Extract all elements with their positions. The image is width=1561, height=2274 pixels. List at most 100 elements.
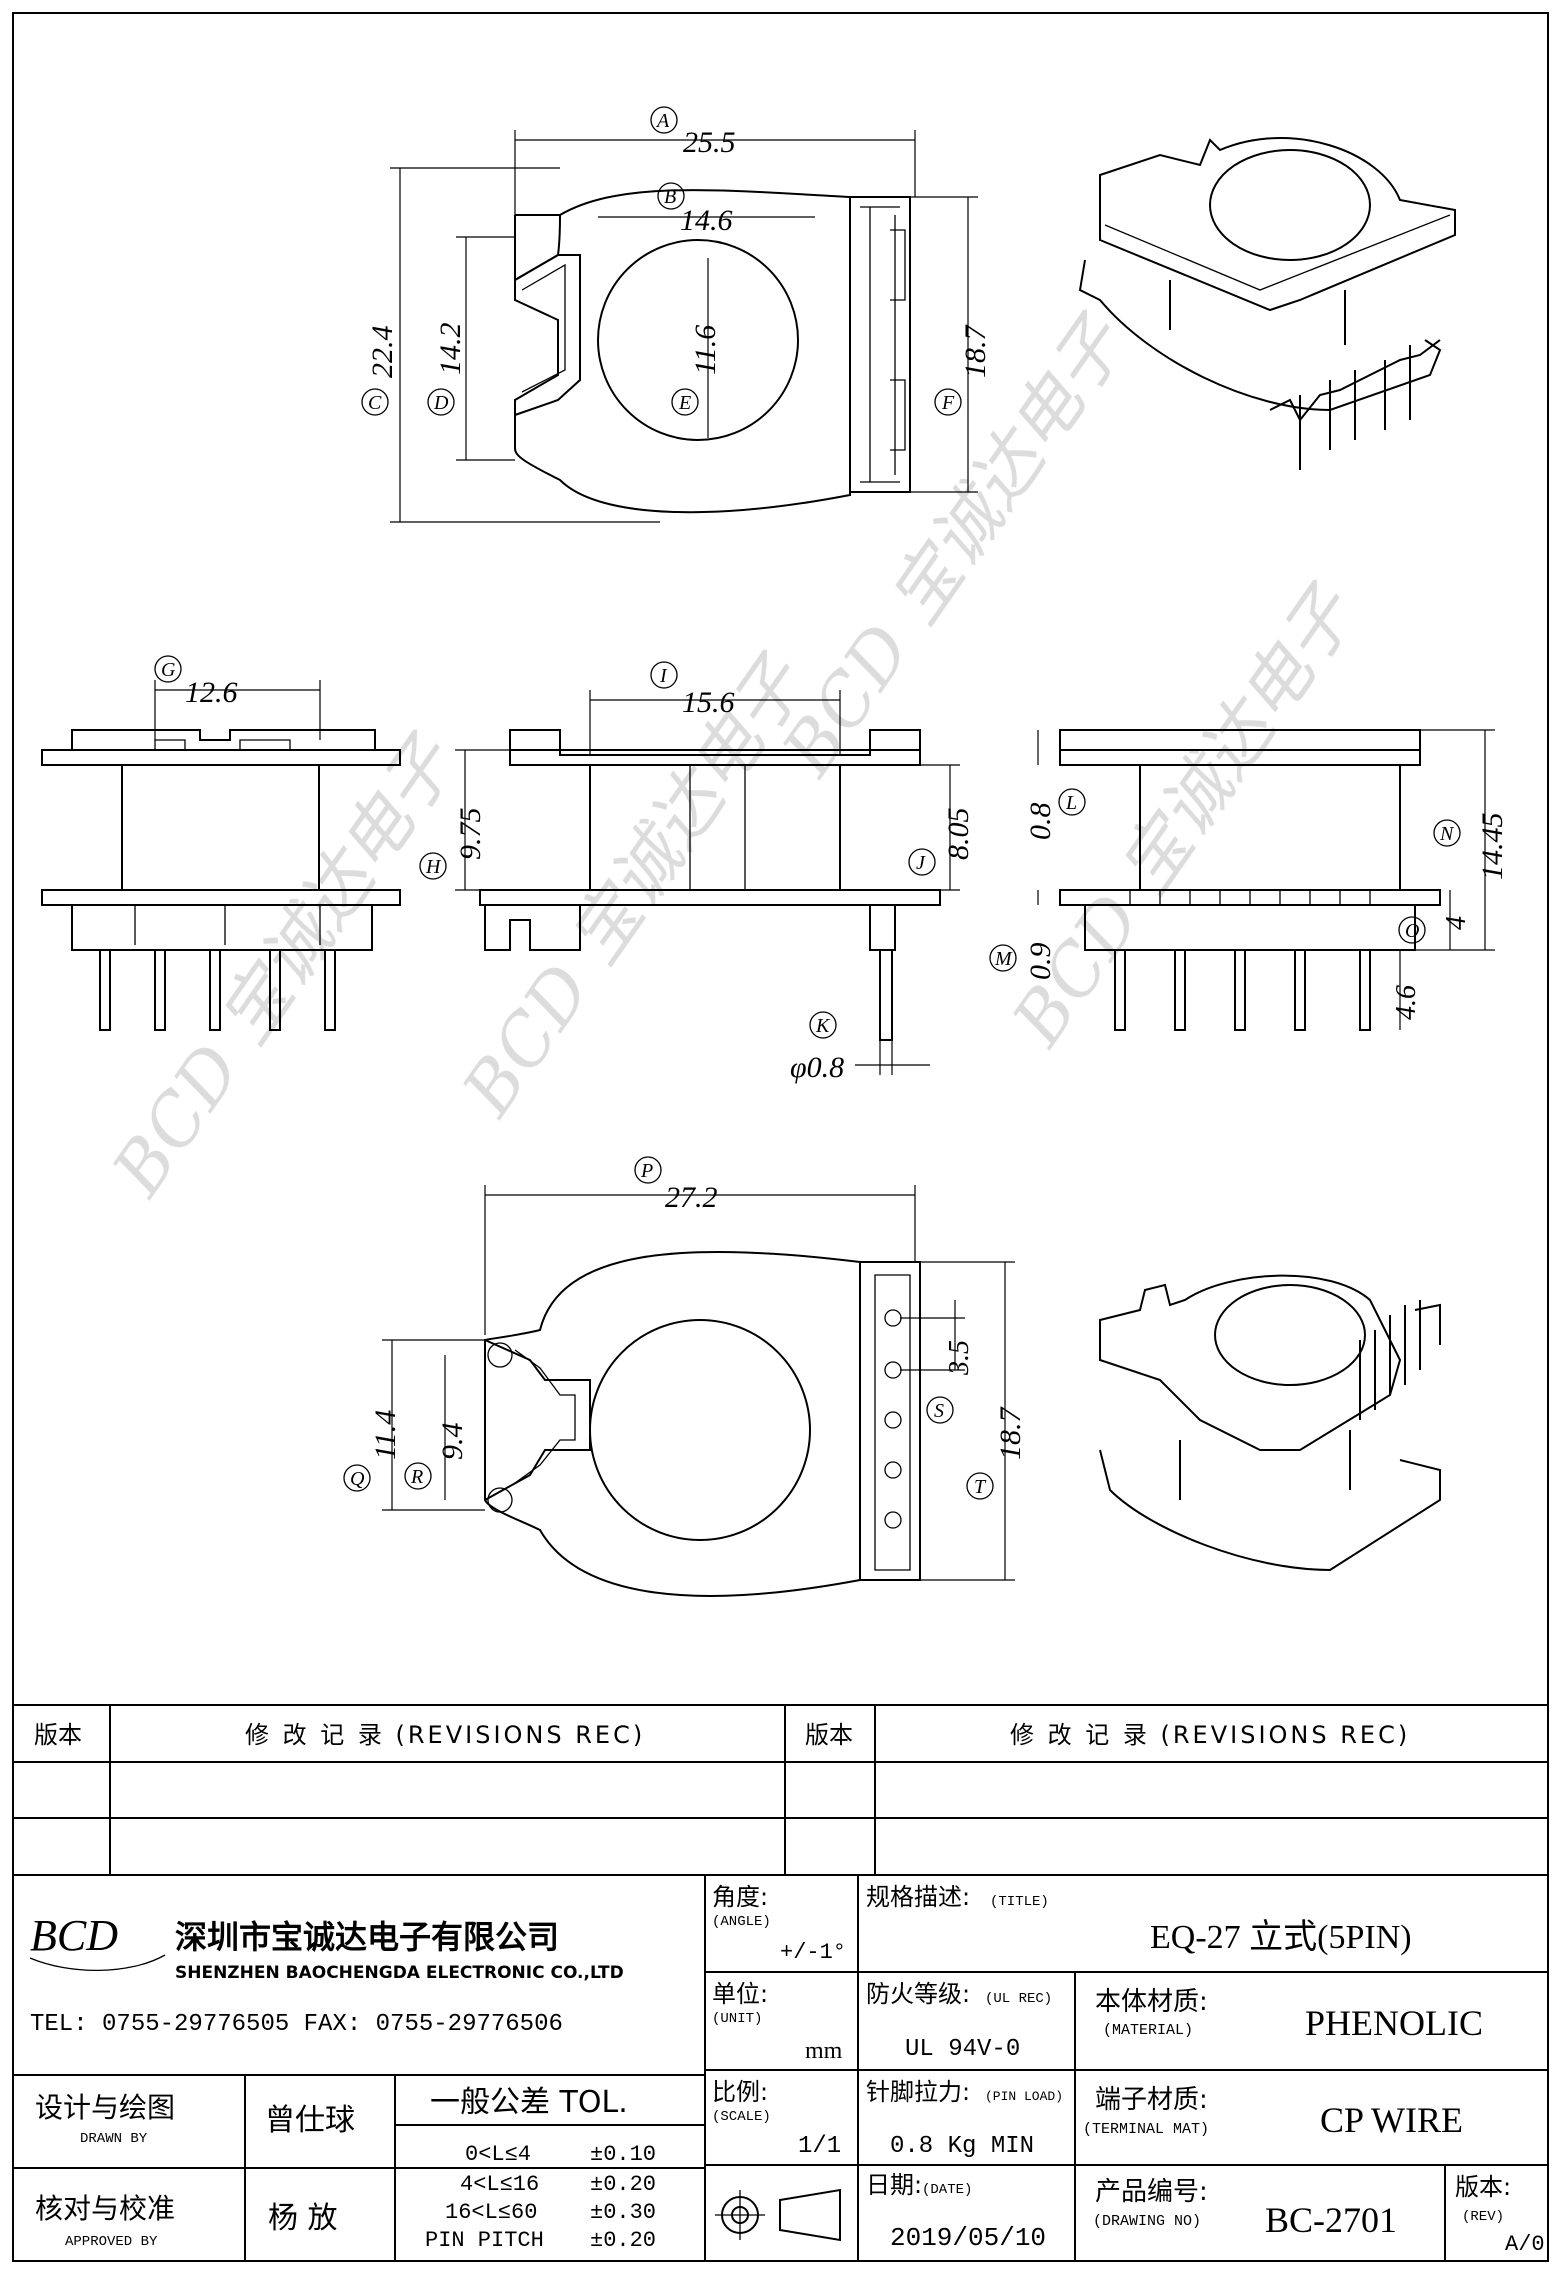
dim-H-value: 9.75 [454, 808, 487, 861]
flame-label: 防火等级: [866, 1980, 970, 2008]
terminal-value: CP WIRE [1320, 2100, 1463, 2140]
watermark: BCD 宝诚达电子 BCD 宝诚达电子 BCD 宝诚达电子 BCD 宝诚达电子 [96, 301, 1373, 1211]
dim-C-label: C [368, 392, 382, 414]
scale-label: 比例: [712, 2078, 768, 2106]
material-value: PHENOLIC [1305, 2003, 1483, 2043]
dim-D-label: D [433, 392, 449, 414]
tolerance-title: 一般公差 TOL. [430, 2085, 628, 2120]
dim-L-label: L [1065, 792, 1077, 814]
watermark-text-2: BCD 宝诚达电子 [766, 301, 1143, 791]
dim-I-label: I [659, 665, 668, 687]
scale-label-en: (SCALE) [712, 2109, 771, 2125]
tol-range-0: 0<L≤4 [465, 2142, 531, 2167]
rev-rec-header-left: 修 改 记 录 (REVISIONS REC) [245, 1721, 645, 1749]
company-contact: TEL: 0755-29776505 FAX: 0755-29776506 [30, 2011, 563, 2038]
approved-by-label: 核对与校准 [35, 2192, 175, 2225]
approved-by-label-en: APPROVED BY [65, 2234, 158, 2250]
dim-O-value: 4 [1441, 916, 1472, 930]
dim-G-label: G [161, 659, 176, 681]
dim-E-label: E [678, 392, 691, 414]
dim-A-label: A [655, 110, 670, 132]
dim-A-value: 25.5 [683, 126, 736, 159]
date-label-en: (DATE) [922, 2182, 972, 2198]
unit-value: mm [805, 2038, 843, 2064]
company-name-en: SHENZHEN BAOCHENGDA ELECTRONIC CO.,LTD [175, 1963, 624, 1983]
drawn-by-label-en: DRAWN BY [80, 2131, 148, 2147]
date-label: 日期: [866, 2171, 922, 2199]
dim-F-label: F [941, 392, 955, 414]
rev-label: 版本: [1455, 2173, 1511, 2201]
angle-value: +/-1° [780, 1940, 846, 1965]
dim-K-value: φ0.8 [790, 1051, 844, 1084]
projection-symbol [715, 2188, 841, 2242]
title-label-en: (TITLE) [990, 1894, 1049, 1910]
dim-O-label: O [1405, 920, 1419, 942]
dim-J-label: J [916, 852, 926, 874]
scale-value: 1/1 [798, 2133, 841, 2160]
tol-value-3: ±0.20 [590, 2228, 656, 2253]
isometric-view-1 [1078, 137, 1456, 470]
tol-range-2: 16<L≤60 [445, 2200, 537, 2225]
pinload-label: 针脚拉力: [866, 2078, 970, 2106]
drawing-no-value: BC-2701 [1265, 2200, 1397, 2240]
dim-P-value: 27.2 [665, 1181, 718, 1214]
dim-M-label: M [994, 948, 1013, 970]
approved-by-value: 杨 放 [268, 2201, 338, 2236]
date-value: 2019/05/10 [890, 2223, 1046, 2253]
side-view-3: 0.8 L 0.9 M 14.45 N 4 O 4.6 [989, 729, 1509, 1031]
title-label: 规格描述: [866, 1883, 970, 1911]
bottom-view: 27.2 P 11.4 Q 9.4 R 3.5 S 18.7 T [343, 1156, 1027, 1597]
dim-N-value: 14.45 [1476, 813, 1509, 881]
pinload-value: 0.8 Kg MIN [890, 2133, 1034, 2160]
rev-label-en: (REV) [1462, 2209, 1504, 2225]
revision-table: 版本 修 改 记 录 (REVISIONS REC) 版本 修 改 记 录 (R… [12, 1704, 1549, 1876]
dim-I-value: 15.6 [682, 686, 735, 719]
dim-N-label: N [1439, 823, 1455, 845]
tol-range-3: PIN PITCH [425, 2228, 544, 2253]
dim-L-value: 0.8 [1024, 803, 1057, 841]
dim-G-value: 12.6 [185, 676, 238, 709]
drawing-no-label-en: (DRAWING NO) [1093, 2213, 1201, 2230]
company-logo: BCD [30, 1911, 118, 1960]
dim-M-value: 0.9 [1024, 943, 1057, 981]
tol-value-2: ±0.30 [590, 2200, 656, 2225]
angle-label-en: (ANGLE) [712, 1914, 771, 1930]
rev-ver-header-left: 版本 [34, 1721, 82, 1749]
title-block: BCD 深圳市宝诚达电子有限公司 SHENZHEN BAOCHENGDA ELE… [12, 1874, 1549, 2262]
terminal-label-en: (TERMINAL MAT) [1083, 2121, 1209, 2138]
drawing-no-label: 产品编号: [1095, 2177, 1208, 2207]
top-view: 25.5 A 14.6 B 22.4 C 14.2 D 11.6 E 18.7 … [361, 106, 992, 523]
drawn-by-value: 曾仕球 [265, 2103, 355, 2138]
unit-label: 单位: [712, 1980, 768, 2008]
material-label: 本体材质: [1095, 1987, 1208, 2017]
angle-label: 角度: [712, 1883, 768, 1911]
rev-ver-header-right: 版本 [805, 1721, 853, 1749]
logo-swoosh [29, 1954, 166, 1972]
flame-label-en: (UL REC) [985, 1991, 1052, 2007]
dim-H-label: H [425, 856, 442, 878]
rev-value: A/0 [1505, 2232, 1545, 2257]
material-label-en: (MATERIAL) [1103, 2022, 1193, 2039]
side-view-2: 9.75 H 15.6 I 8.05 J φ0.8 K [419, 661, 975, 1084]
dim-O2-value: 4.6 [1391, 985, 1422, 1020]
dim-B-value: 14.6 [680, 204, 733, 237]
dim-B-label: B [664, 186, 676, 208]
tol-value-0: ±0.10 [590, 2142, 656, 2167]
dim-D-value: 14.2 [434, 323, 467, 376]
flame-value: UL 94V-0 [905, 2036, 1020, 2063]
title-value: EQ-27 立式(5PIN) [1150, 1918, 1412, 1956]
dim-S-label: S [934, 1400, 944, 1422]
dim-R-label: R [410, 1466, 423, 1488]
dim-S-value: 3.5 [944, 1340, 975, 1376]
dim-K-label: K [815, 1015, 831, 1037]
dim-F-value: 18.7 [959, 324, 992, 379]
tol-range-1: 4<L≤16 [460, 2172, 539, 2197]
watermark-text-1: BCD 宝诚达电子 [96, 721, 473, 1211]
dim-T-value: 18.7 [994, 1406, 1027, 1461]
company-name-cn: 深圳市宝诚达电子有限公司 [175, 1918, 559, 1956]
dim-Q-label: Q [350, 1468, 365, 1490]
pinload-label-en: (PIN LOAD) [985, 2089, 1063, 2104]
dim-J-value: 8.05 [942, 808, 975, 861]
